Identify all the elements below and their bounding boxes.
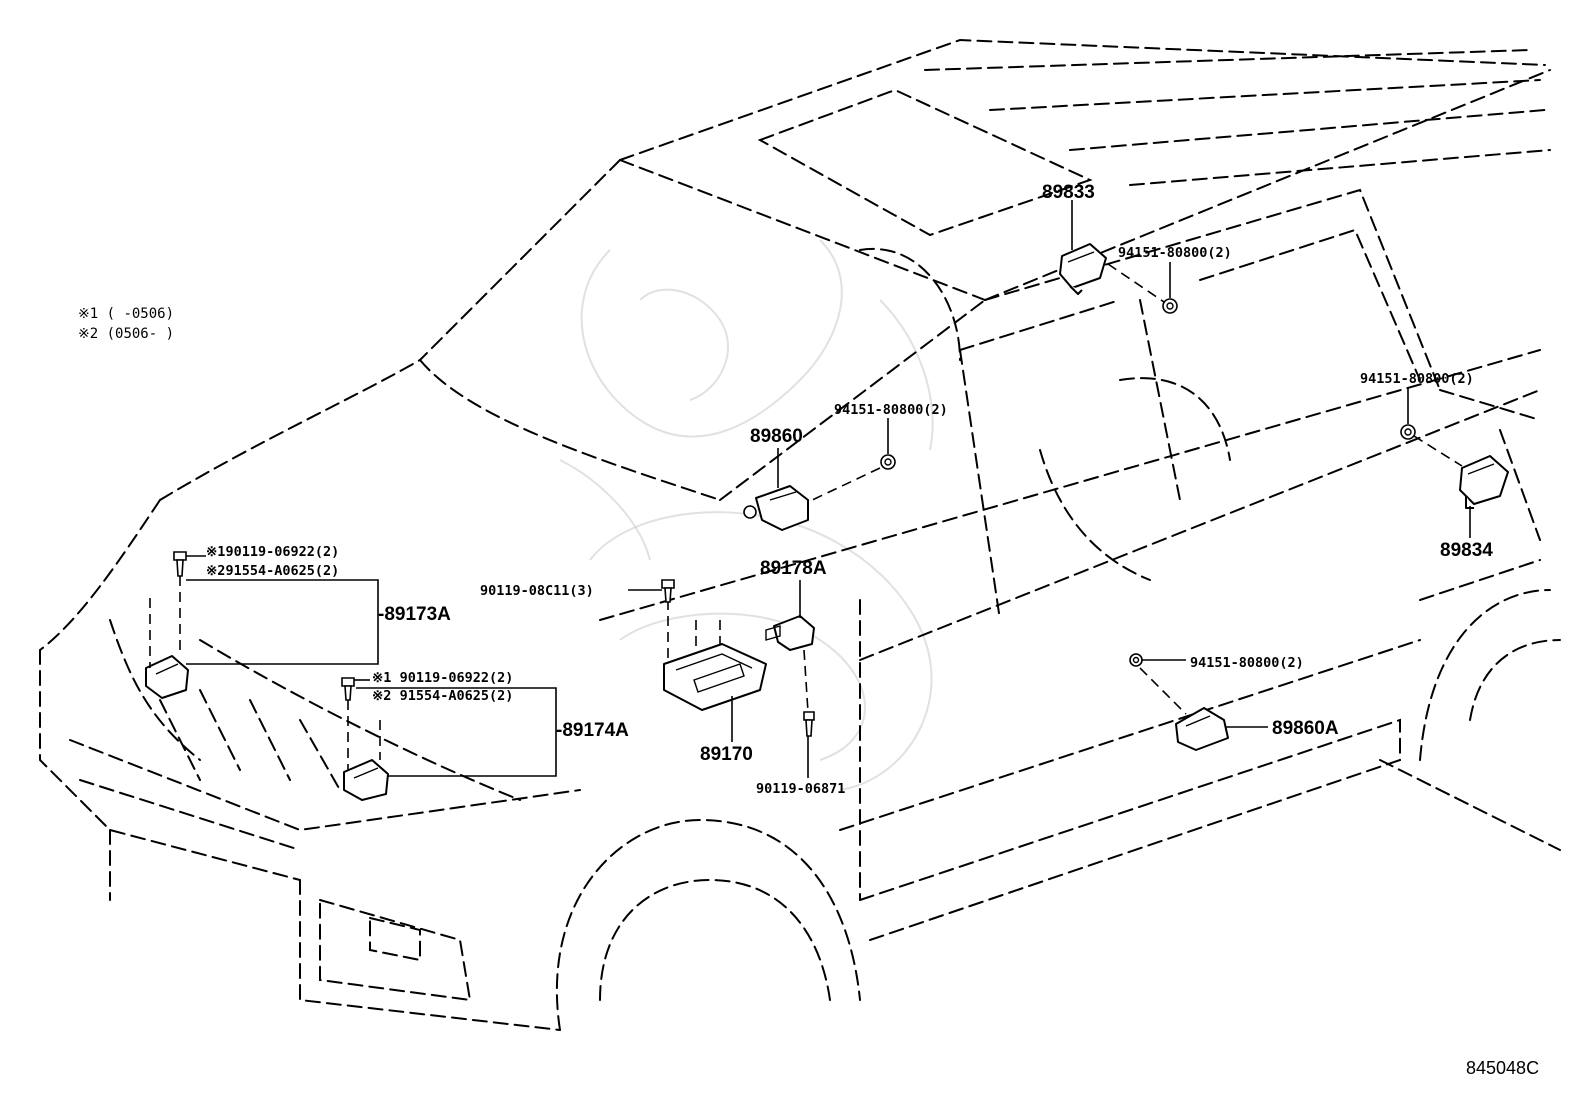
label-bolt-front-lower-1: ※1 90119-06922(2)	[372, 670, 513, 686]
sensor-89178a-icon	[765, 615, 815, 651]
label-89173a: -89173A	[378, 604, 451, 625]
label-89834: 89834	[1440, 540, 1493, 561]
sensor-89833-icon	[1059, 243, 1107, 295]
bolt-ecu-icon	[661, 579, 675, 603]
bracket-89174a	[356, 687, 557, 777]
nut-89860-icon	[880, 454, 896, 470]
label-89833: 89833	[1042, 182, 1095, 203]
label-bolt-front-upper-2: ※291554-A0625(2)	[206, 563, 339, 579]
label-89178a: 89178A	[760, 558, 827, 579]
label-nut-right-mid: 94151-80800(2)	[1360, 371, 1474, 387]
sensor-89834-icon	[1459, 455, 1509, 509]
front-sensor-89174a-icon	[343, 759, 389, 801]
vehicle-outline	[39, 38, 1561, 1031]
bolt-front-lower-icon	[341, 677, 355, 701]
sensor-89860a-icon	[1175, 707, 1229, 751]
bracket-89173a	[186, 579, 379, 665]
bolt-sensor-icon	[803, 711, 815, 737]
label-89860a: 89860A	[1272, 718, 1339, 739]
label-89860: 89860	[750, 426, 803, 447]
label-bolt-sensor: 90119-06871	[756, 781, 845, 797]
nut-89833-icon	[1162, 298, 1178, 314]
label-bolt-front-lower-2: ※2 91554-A0625(2)	[372, 688, 513, 704]
label-nut-right-top: 94151-80800(2)	[1118, 245, 1232, 261]
note-2: ※2 (0506- )	[78, 326, 174, 342]
label-nut-center: 94151-80800(2)	[834, 402, 948, 418]
front-sensor-89173a-icon	[145, 655, 189, 699]
sensor-89860-icon	[743, 485, 809, 531]
figure-number: 845048C	[1466, 1058, 1539, 1078]
nut-89860a-icon	[1129, 653, 1143, 667]
label-89174a: -89174A	[556, 720, 629, 741]
label-89170: 89170	[700, 744, 753, 765]
airbag-ecu-89170-icon	[663, 643, 767, 711]
label-bolt-front-upper-1: ※190119-06922(2)	[206, 544, 339, 560]
bolt-front-upper-icon	[173, 551, 187, 577]
label-nut-lower: 94151-80800(2)	[1190, 655, 1304, 671]
note-1: ※1 ( -0506)	[78, 306, 174, 322]
nut-89834-icon	[1400, 424, 1416, 440]
label-bolt-ecu: 90119-08C11(3)	[480, 583, 594, 599]
watermark-emblem-icon	[559, 239, 934, 791]
